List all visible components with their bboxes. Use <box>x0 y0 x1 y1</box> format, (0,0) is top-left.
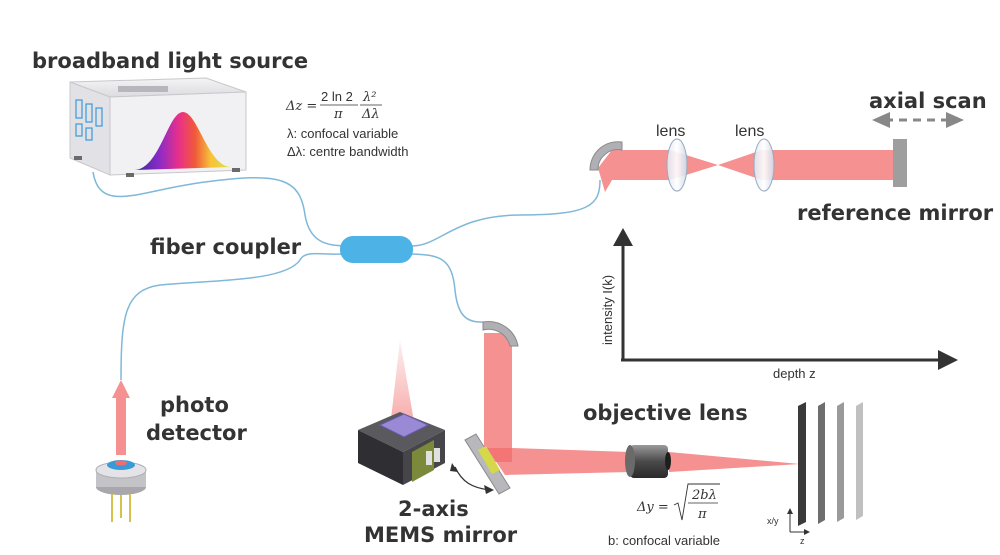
sample-beam <box>484 333 800 475</box>
y-axis-label: intensity I(k) <box>600 275 615 345</box>
lens-1 <box>666 138 688 192</box>
light-source-label: broadband light source <box>32 49 308 73</box>
photo-detector <box>95 380 147 522</box>
svg-text:λ²: λ² <box>362 90 376 105</box>
reference-mirror <box>893 139 907 187</box>
x-axis-label: depth z <box>773 366 816 381</box>
reference-curved-mirror <box>589 141 623 171</box>
sample-layers <box>798 402 863 526</box>
lens-1-label: lens <box>656 123 685 140</box>
svg-text:Δy =: Δy = <box>636 500 669 515</box>
mems-label-line1: 2-axis <box>398 497 469 521</box>
spectrum-curve <box>135 112 232 170</box>
photo-detector-label-line2: detector <box>146 421 247 445</box>
optical-fibers <box>92 171 601 381</box>
lateral-resolution-formula: Δy = 2bλ π b: confocal variable <box>608 483 720 548</box>
reference-beam <box>598 150 893 192</box>
svg-text:2bλ: 2bλ <box>691 488 717 503</box>
fiber-coupler <box>340 236 413 263</box>
reference-mirror-label: reference mirror <box>797 201 994 225</box>
lens-2 <box>753 138 775 192</box>
objective-lens <box>625 445 671 478</box>
axial-scan-label: axial scan <box>869 89 987 113</box>
sample-axis-z-label: z <box>800 536 805 546</box>
axial-resolution-formula: Δz = 2 ln 2 π λ² Δλ λ: confocal variable… <box>285 89 408 159</box>
svg-text:Δλ: Δλ <box>361 107 380 122</box>
axial-scan-arrow <box>872 112 964 128</box>
svg-text:b: confocal variable: b: confocal variable <box>608 533 720 548</box>
source-panel-icons <box>75 99 103 141</box>
svg-text:λ: confocal variable: λ: confocal variable <box>287 126 398 141</box>
fiber-coupler-label: fiber coupler <box>150 235 302 259</box>
objective-lens-label: objective lens <box>583 401 748 425</box>
svg-text:Δλ: centre bandwidth: Δλ: centre bandwidth <box>287 144 408 159</box>
sample-curved-mirror <box>482 321 519 347</box>
intensity-plot-axes <box>613 228 958 370</box>
svg-text:Δz =: Δz = <box>285 99 317 114</box>
mems-label-line2: MEMS mirror <box>364 523 518 547</box>
light-source-box <box>69 77 247 177</box>
photo-detector-label-line1: photo <box>160 393 229 417</box>
svg-text:π: π <box>333 107 343 122</box>
sample-coordinate-axes <box>787 508 810 535</box>
sample-axis-xy-label: x/y <box>767 516 779 526</box>
mems-chip <box>358 340 445 485</box>
mems-mirror-plate <box>464 433 511 495</box>
svg-text:2 ln 2: 2 ln 2 <box>321 89 353 104</box>
lens-2-label: lens <box>735 123 764 140</box>
svg-text:π: π <box>697 507 707 522</box>
